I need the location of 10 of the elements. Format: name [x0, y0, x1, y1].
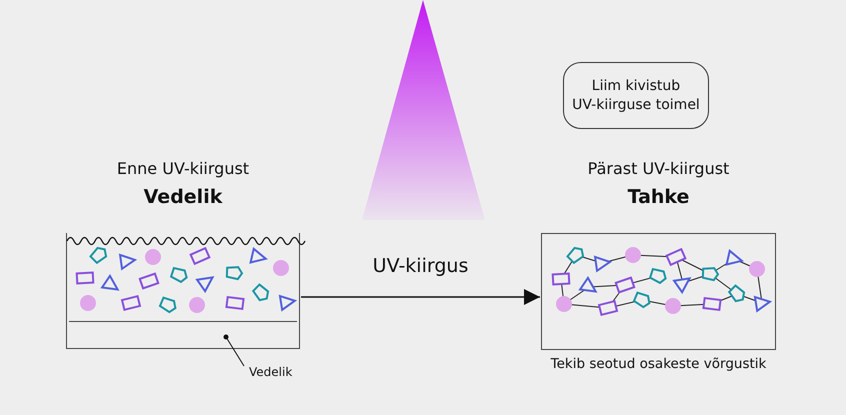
panel-title: Tahke — [626, 186, 690, 208]
arrow — [301, 289, 540, 305]
note-box: Liim kivistub UV-kiirguse toimel — [563, 62, 709, 129]
leader-label: Vedelik — [249, 365, 292, 379]
panel-title: Vedelik — [142, 186, 224, 208]
side-label: Tekib seotud osakeste võrgustik — [550, 356, 768, 372]
leader-line — [224, 334, 244, 366]
edge-label: UV-kiirgus — [372, 255, 470, 277]
panel-subtitle: Pärast UV-kiirgust — [586, 159, 730, 178]
panel-subtitle: Enne UV-kiirgust — [116, 159, 250, 178]
